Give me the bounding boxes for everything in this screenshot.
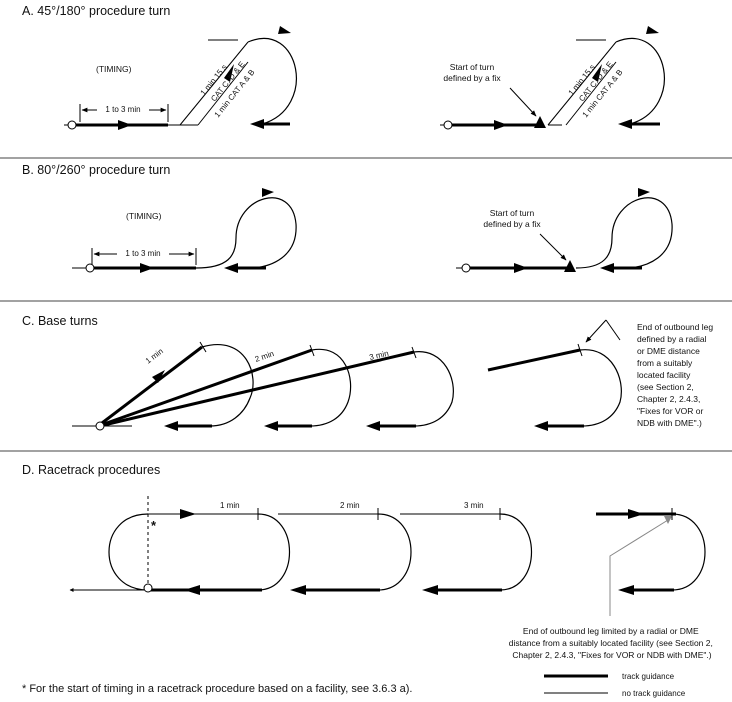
racetrack-left-end [108, 513, 149, 591]
turn-arc [195, 197, 297, 269]
outbound-arrow [140, 263, 154, 273]
leg-arrow [224, 64, 234, 82]
fix-triangle [534, 116, 546, 128]
base-leg-2min [103, 348, 313, 426]
turn-arc-arrow [646, 26, 659, 34]
base-leg-arrow [152, 370, 165, 383]
base-turn-arc-2 [309, 348, 352, 427]
turn-arc [615, 38, 665, 125]
racetrack-right-end [499, 513, 532, 591]
radial-pointer [585, 319, 607, 343]
footnote: * For the start of timing in a racetrack… [22, 683, 413, 695]
section-c-title: C. Base turns [22, 314, 98, 328]
facility-symbol [143, 583, 153, 593]
base-turn-note: End of outbound leg defined by a radial … [637, 322, 715, 428]
inbound-arrow [534, 421, 548, 431]
racetrack-right-end [671, 513, 706, 591]
section-b-title: B. 80°/260° procedure turn [22, 163, 170, 177]
section-d-title: D. Racetrack procedures [22, 463, 160, 477]
outbound-arrow [118, 120, 132, 130]
leg-label-2min: 2 min [340, 501, 360, 510]
timing-label: (TIMING) [126, 211, 162, 221]
base-turn-arc-3 [413, 351, 454, 427]
racetrack-note: End of outbound leg limited by a radial … [509, 626, 715, 660]
inbound-arrow [618, 585, 634, 595]
inbound-arrow [366, 421, 380, 431]
facility-symbol [85, 263, 95, 273]
span-label: 1 to 3 min [105, 105, 140, 114]
base-leg-3min [103, 350, 415, 427]
fix-pointer [539, 233, 567, 261]
inner-leg-cat-ab [197, 61, 249, 126]
section-a-right-procedure: Start of turn defined by a fix 1 min 15 … [440, 26, 665, 130]
section-a-title: A. 45°/180° procedure turn [22, 4, 170, 18]
leg-label-2min: 2 min [254, 349, 275, 364]
inbound-arrow [600, 263, 614, 273]
leg-label-1min: 1 min [144, 347, 165, 366]
racetrack-right-end [377, 513, 412, 591]
outbound-arrow [514, 263, 528, 273]
leg-tick [309, 344, 315, 357]
leg-label-1min: 1 min [220, 501, 240, 510]
outbound-arrow [494, 120, 508, 130]
fix-label-line1: Start of turn [450, 62, 495, 72]
fix-label-line2: defined by a fix [443, 73, 501, 83]
fix-label-line2: defined by a fix [483, 219, 541, 229]
fix-triangle [564, 260, 576, 272]
turn-arc-arrow [638, 188, 650, 197]
leg-label-3min: 3 min [464, 501, 484, 510]
section-b-right-procedure: Start of turn defined by a fix [456, 188, 673, 273]
legend: track guidance no track guidance [544, 672, 686, 698]
base-leg-1min [101, 345, 203, 425]
outer-leg-cat-cde [179, 41, 249, 126]
outer-leg-cat-cde [547, 41, 617, 126]
span-label-bg [97, 104, 149, 115]
fix-label-line1: Start of turn [490, 208, 535, 218]
turn-arc [247, 38, 297, 125]
timing-label: (TIMING) [96, 64, 132, 74]
outbound-arrow [180, 509, 196, 519]
facility-symbol [443, 120, 453, 130]
radial-line [605, 319, 621, 341]
timing-asterisk: * [151, 518, 157, 533]
inbound-arrow [184, 585, 200, 595]
outbound-arrow [628, 509, 644, 519]
base-turn-arc-1 [201, 344, 254, 427]
base-turn-arc-radial [579, 349, 622, 427]
radial-pointer-line [609, 519, 669, 616]
inbound-arrow [264, 421, 278, 431]
section-b-left-procedure: (TIMING) 1 to 3 min [72, 188, 297, 273]
inbound-arrow [224, 263, 238, 273]
facility-symbol [67, 120, 77, 130]
leg-arrow [592, 64, 602, 82]
inbound-arrow [618, 119, 632, 129]
leg-tick [411, 346, 417, 359]
section-a-left-procedure: (TIMING) 1 to 3 min 1 min 15 s CAT C, D … [64, 26, 297, 130]
span-label-bg [117, 248, 169, 259]
section-d: D. Racetrack procedures 1 min * 2 min 3 … [22, 463, 715, 660]
base-leg-radial [487, 348, 581, 372]
racetrack-right-end [257, 513, 290, 591]
facility-symbol [461, 263, 471, 273]
turn-arc [575, 197, 673, 269]
inbound-arrow [422, 585, 438, 595]
inner-leg-cat-ab [565, 61, 617, 126]
inbound-arrow [164, 421, 178, 431]
fix-pointer [509, 87, 537, 117]
facility-symbol [95, 421, 105, 431]
inbound-arrow [290, 585, 306, 595]
turn-arc-arrow [262, 188, 274, 197]
legend-track-guidance-label: track guidance [622, 672, 675, 681]
legend-no-track-guidance-label: no track guidance [622, 689, 686, 698]
span-label: 1 to 3 min [125, 249, 160, 258]
section-c: C. Base turns 1 min 2 min 3 min [22, 314, 715, 431]
leg-label-3min: 3 min [368, 349, 389, 362]
inbound-arrow [250, 119, 264, 129]
radial-pointer-arrow [664, 516, 672, 524]
section-a: A. 45°/180° procedure turn (TIMING) 1 to… [22, 4, 665, 130]
section-b: B. 80°/260° procedure turn (TIMING) 1 to… [22, 163, 673, 273]
turn-arc-arrow [278, 26, 291, 34]
